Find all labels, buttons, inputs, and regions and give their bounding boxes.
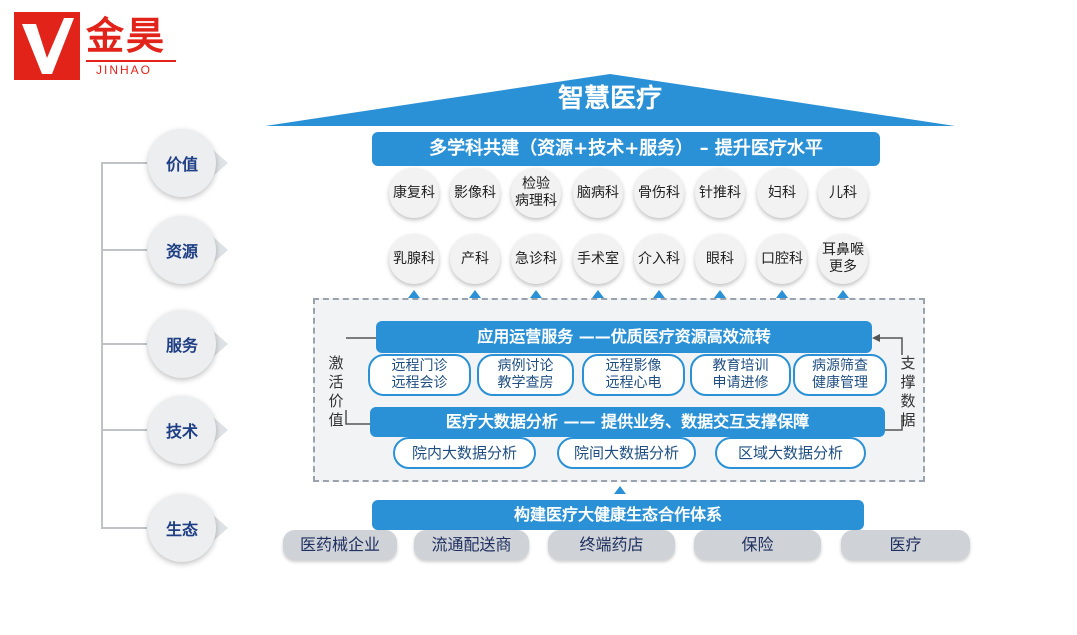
department-circle: 手术室 xyxy=(573,234,623,284)
roof-triangle xyxy=(265,74,955,126)
department-circle: 妇科 xyxy=(757,168,807,218)
roof-title: 智慧医疗 xyxy=(557,84,662,114)
up-arrow-icon xyxy=(653,290,665,298)
department-circle: 口腔科 xyxy=(757,234,807,284)
department-circle: 乳腺科 xyxy=(389,234,439,284)
department-circle: 针推科 xyxy=(695,168,745,218)
service-item: 教育培训 申请进修 xyxy=(690,354,791,396)
department-circle: 康复科 xyxy=(389,168,439,218)
up-arrow-icon xyxy=(469,290,481,298)
department-circle: 儿科 xyxy=(818,168,868,218)
logo-chinese-name: 金昊 xyxy=(86,14,167,58)
department-circle: 耳鼻喉 更多 xyxy=(818,234,868,284)
service-banner: 应用运营服务 ——优质医疗资源高效流转 xyxy=(376,321,872,353)
ecosystem-item: 医药械企业 xyxy=(283,530,397,560)
up-arrow-icon xyxy=(776,290,788,298)
ecosystem-item: 医疗 xyxy=(841,530,970,560)
chevron-right-icon xyxy=(212,416,228,444)
department-circle: 脑病科 xyxy=(573,168,623,218)
chevron-right-icon xyxy=(212,514,228,542)
value-banner: 多学科共建（资源+技术+服务） – 提升医疗水平 xyxy=(372,132,880,166)
jinhao-logo-icon xyxy=(14,12,80,80)
right-side-label: 支撑数据 xyxy=(900,354,916,429)
level-tree-branch xyxy=(101,527,147,529)
tech-item: 院间大数据分析 xyxy=(557,437,696,469)
up-arrow-icon xyxy=(837,290,849,298)
level-resource: 资源 xyxy=(148,216,216,284)
chevron-right-icon xyxy=(212,236,228,264)
left-side-label: 激活价值 xyxy=(328,354,344,429)
level-technology: 技术 xyxy=(148,396,216,464)
level-service: 服务 xyxy=(148,310,216,378)
up-arrow-icon xyxy=(408,290,420,298)
service-item: 远程影像 远程心电 xyxy=(582,354,685,396)
level-value: 价值 xyxy=(148,129,216,197)
department-circle: 产科 xyxy=(450,234,500,284)
logo-divider xyxy=(86,60,176,62)
department-circle: 影像科 xyxy=(450,168,500,218)
department-circle: 眼科 xyxy=(695,234,745,284)
department-circle: 介入科 xyxy=(634,234,684,284)
logo-english-name: JINHAO xyxy=(96,63,153,77)
tech-banner: 医疗大数据分析 —— 提供业务、数据交互支撑保障 xyxy=(370,407,885,437)
department-circle: 骨伤科 xyxy=(634,168,684,218)
ecosystem-item: 终端药店 xyxy=(548,530,675,560)
level-tree-branch xyxy=(101,162,147,164)
service-item: 病例讨论 教学查房 xyxy=(477,354,574,396)
chevron-right-icon xyxy=(212,330,228,358)
level-tree-branch xyxy=(101,429,147,431)
level-tree-branch xyxy=(101,343,147,345)
ecosystem-item: 流通配送商 xyxy=(414,530,529,560)
up-arrow-icon xyxy=(530,290,542,298)
tech-item: 区域大数据分析 xyxy=(715,437,866,469)
service-item: 远程门诊 远程会诊 xyxy=(368,354,471,396)
ecosystem-item: 保险 xyxy=(694,530,821,560)
level-tree-branch xyxy=(101,249,147,251)
ecosystem-banner: 构建医疗大健康生态合作体系 xyxy=(372,500,864,530)
chevron-right-icon xyxy=(212,149,228,177)
up-arrow-icon xyxy=(614,486,626,494)
tech-item: 院内大数据分析 xyxy=(393,437,536,469)
level-ecosystem: 生态 xyxy=(148,494,216,562)
department-circle: 急诊科 xyxy=(511,234,561,284)
department-circle: 检验 病理科 xyxy=(511,168,561,218)
up-arrow-icon xyxy=(592,290,604,298)
level-tree-line xyxy=(101,162,103,528)
up-arrow-icon xyxy=(714,290,726,298)
service-item: 病源筛查 健康管理 xyxy=(793,354,887,396)
